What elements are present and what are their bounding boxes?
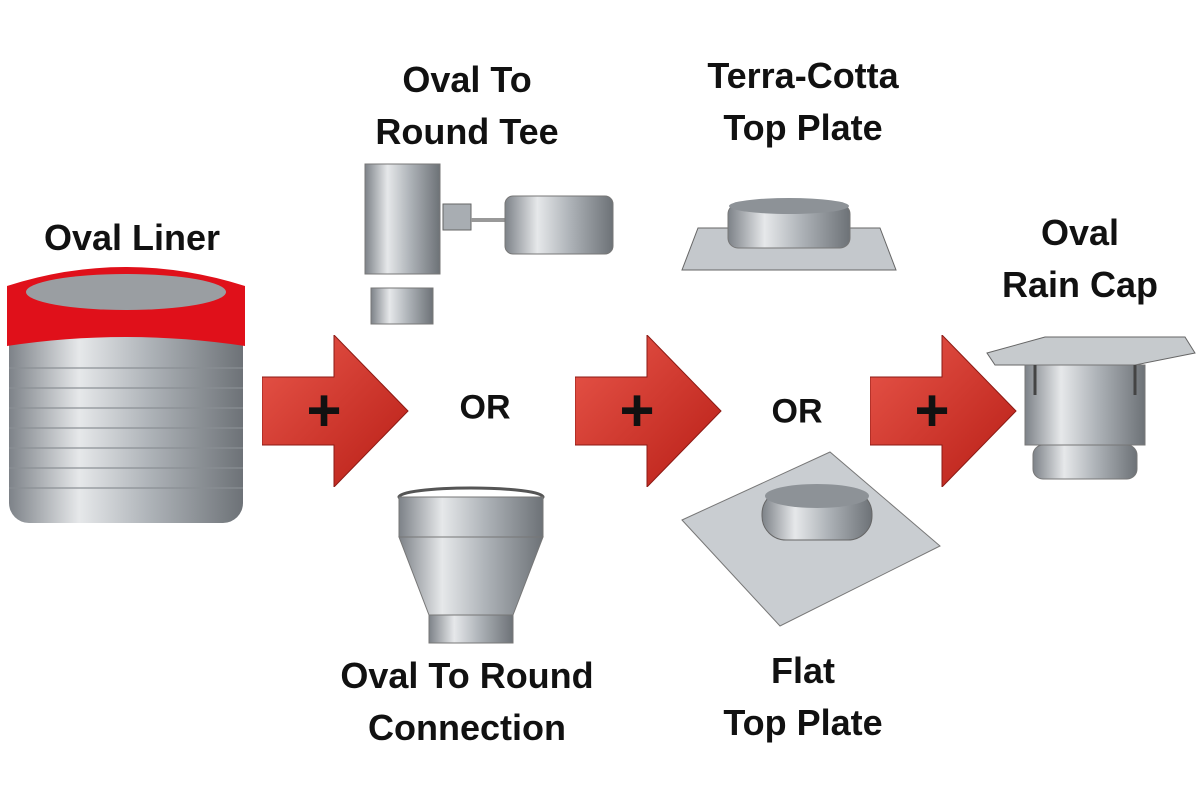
- arrow-3: +: [870, 335, 1017, 487]
- arrow-2: +: [575, 335, 722, 487]
- label-line: Oval: [1040, 212, 1120, 253]
- or-label-2: OR: [771, 392, 823, 431]
- label-line: Terra-Cotta: [707, 55, 899, 96]
- label-line: Top Plate: [723, 107, 883, 148]
- oval-liner-label-line: Oval Liner: [43, 217, 221, 258]
- label-line: Flat: [770, 650, 836, 691]
- or-label-1: OR: [459, 388, 511, 427]
- label-line: Oval To Round: [340, 655, 594, 696]
- label-line: Connection: [368, 707, 566, 748]
- label-line: Round Tee: [375, 111, 559, 152]
- plus-icon: +: [619, 377, 654, 444]
- label-line: Rain Cap: [1001, 264, 1159, 305]
- flat-top-plate-image: [681, 451, 941, 627]
- oval-rain-cap-image: [986, 336, 1196, 480]
- flat-top-plate-label: Flat Top Plate: [723, 645, 882, 749]
- oval-liner-image: [7, 267, 245, 523]
- oval-rain-cap-label: Oval Rain Cap: [1002, 207, 1158, 311]
- label-line: Top Plate: [723, 702, 883, 743]
- oval-to-round-connection-image: [397, 486, 545, 644]
- oval-liner-label: Oval Liner: [44, 212, 220, 264]
- terra-cotta-top-plate-label: Terra-Cotta Top Plate: [707, 50, 898, 154]
- oval-to-round-tee-image: [364, 163, 614, 325]
- oval-to-round-connection-label: Oval To Round Connection: [340, 650, 593, 754]
- label-line: Oval To: [402, 59, 532, 100]
- oval-to-round-tee-label: Oval To Round Tee: [375, 54, 558, 158]
- plus-icon: +: [914, 377, 949, 444]
- plus-icon: +: [306, 377, 341, 444]
- arrow-1: +: [262, 335, 409, 487]
- terra-cotta-top-plate-image: [681, 198, 897, 271]
